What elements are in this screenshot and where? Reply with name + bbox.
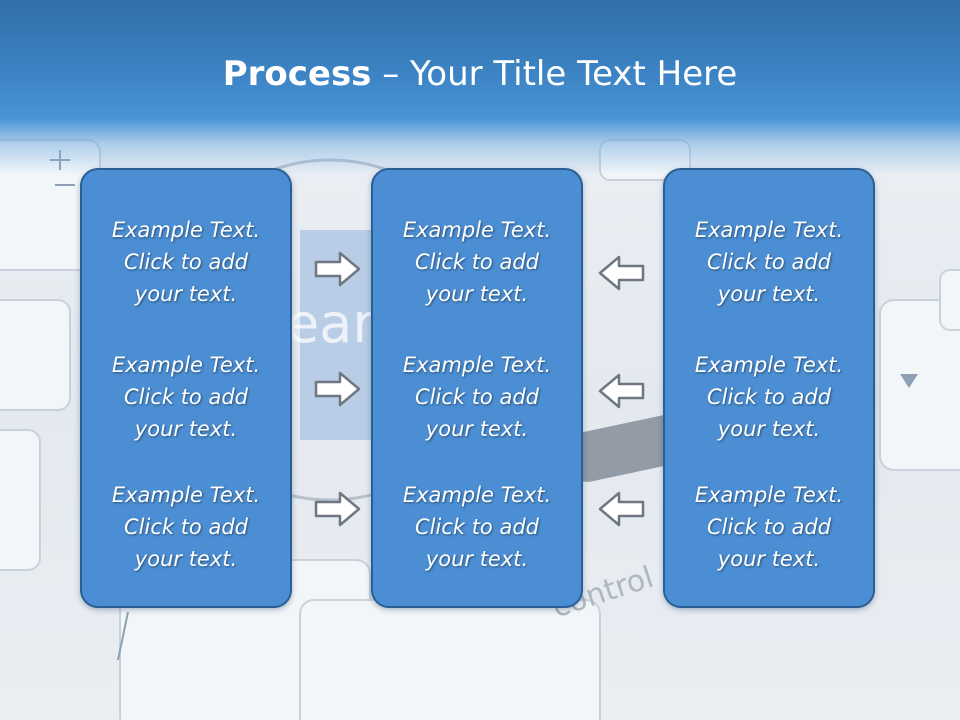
list-item[interactable]: Example Text. Click to add your text. xyxy=(373,349,581,445)
list-item[interactable]: Example Text. Click to add your text. xyxy=(82,214,290,310)
slide-title[interactable]: Process – Your Title Text Here xyxy=(0,52,960,96)
left-arrow-icon[interactable] xyxy=(597,254,645,292)
left-arrow-icon[interactable] xyxy=(597,490,645,528)
list-item[interactable]: Example Text. Click to add your text. xyxy=(82,479,290,575)
list-item[interactable]: Example Text. Click to add your text. xyxy=(665,214,873,310)
item-line: Example Text. xyxy=(402,483,552,507)
header-band xyxy=(0,0,960,175)
list-item[interactable]: Example Text. Click to add your text. xyxy=(373,479,581,575)
item-line: your text. xyxy=(134,547,238,571)
process-box-middle[interactable]: Example Text. Click to add your text. Ex… xyxy=(371,168,583,608)
item-line: Example Text. xyxy=(402,353,552,377)
title-bold-part: Process xyxy=(222,54,372,94)
item-line: Example Text. xyxy=(111,483,261,507)
right-arrow-icon[interactable] xyxy=(314,370,362,408)
item-line: Click to add xyxy=(414,515,539,539)
item-line: your text. xyxy=(717,282,821,306)
item-line: Click to add xyxy=(706,515,831,539)
item-line: your text. xyxy=(717,417,821,441)
left-arrow-icon[interactable] xyxy=(597,372,645,410)
item-line: Click to add xyxy=(123,250,248,274)
right-arrow-icon[interactable] xyxy=(314,490,362,528)
list-item[interactable]: Example Text. Click to add your text. xyxy=(665,349,873,445)
item-line: your text. xyxy=(425,547,529,571)
process-box-right[interactable]: Example Text. Click to add your text. Ex… xyxy=(663,168,875,608)
item-line: Click to add xyxy=(414,250,539,274)
item-line: Click to add xyxy=(706,250,831,274)
list-item[interactable]: Example Text. Click to add your text. xyxy=(82,349,290,445)
item-line: Click to add xyxy=(123,385,248,409)
item-line: Example Text. xyxy=(111,353,261,377)
item-line: your text. xyxy=(425,417,529,441)
item-line: Click to add xyxy=(123,515,248,539)
title-rest-part: – Your Title Text Here xyxy=(371,54,738,94)
item-line: Example Text. xyxy=(694,353,844,377)
list-item[interactable]: Example Text. Click to add your text. xyxy=(373,214,581,310)
right-arrow-icon[interactable] xyxy=(314,250,362,288)
item-line: Example Text. xyxy=(694,218,844,242)
item-line: your text. xyxy=(134,282,238,306)
item-line: Example Text. xyxy=(694,483,844,507)
item-line: your text. xyxy=(717,547,821,571)
process-box-left[interactable]: Example Text. Click to add your text. Ex… xyxy=(80,168,292,608)
keyboard-word-search: ear xyxy=(286,292,375,355)
item-line: your text. xyxy=(134,417,238,441)
item-line: your text. xyxy=(425,282,529,306)
item-line: Example Text. xyxy=(111,218,261,242)
item-line: Click to add xyxy=(414,385,539,409)
list-item[interactable]: Example Text. Click to add your text. xyxy=(665,479,873,575)
item-line: Click to add xyxy=(706,385,831,409)
item-line: Example Text. xyxy=(402,218,552,242)
